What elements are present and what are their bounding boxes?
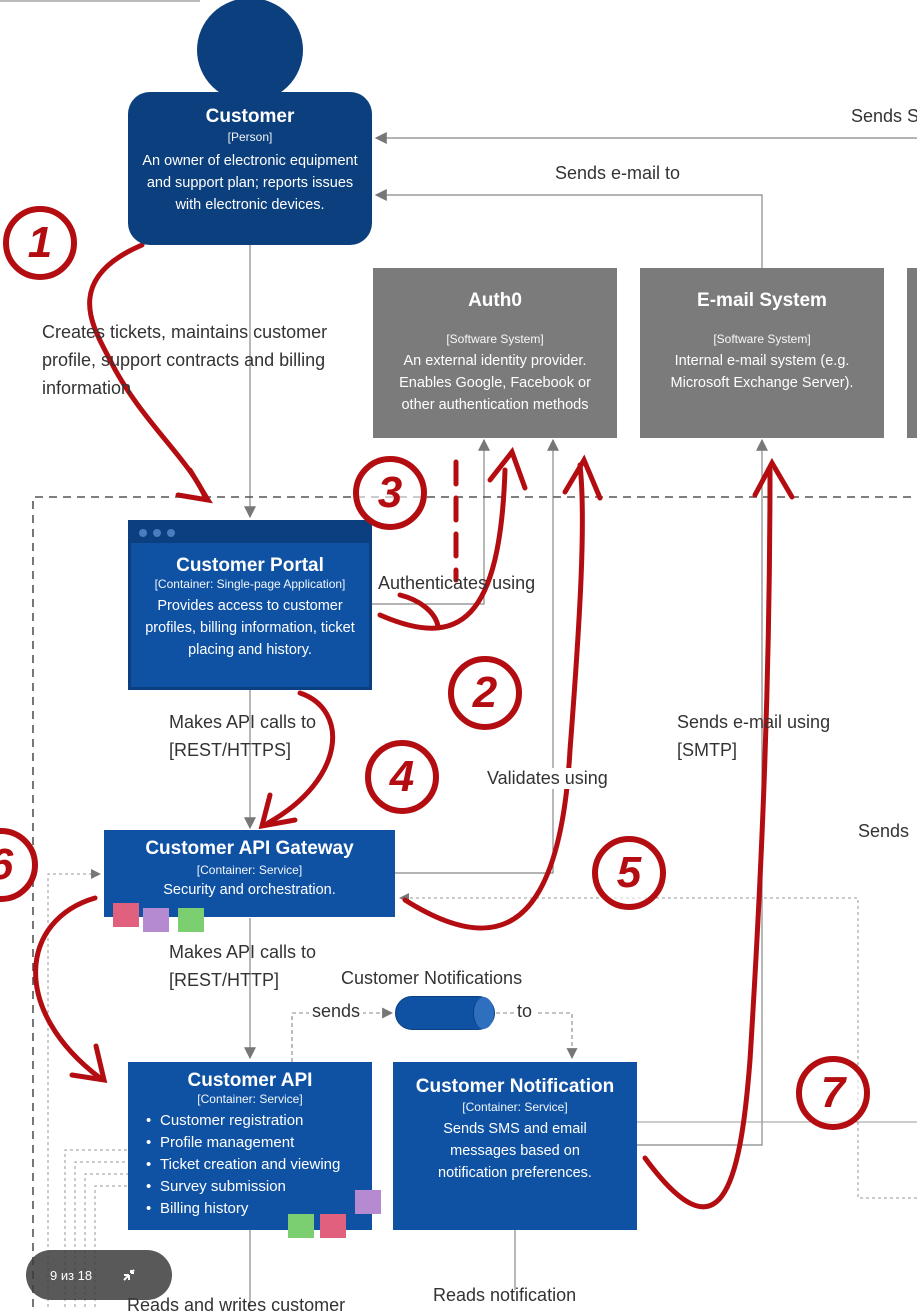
customer-notifications-queue[interactable] — [395, 996, 495, 1030]
auth0-node[interactable]: Auth0 [Software System] An external iden… — [373, 268, 617, 438]
annotation-arrows — [33, 242, 795, 1210]
customer-desc: An owner of electronic equipment and sup… — [142, 153, 358, 213]
customer-portal-title: Customer Portal — [176, 555, 324, 576]
red-arrow-4 — [265, 690, 336, 826]
auth0-type: [Software System] — [446, 332, 544, 346]
edge-label-sends-s: Sends S — [851, 106, 917, 126]
auth0-desc: An external identity provider. Enables G… — [399, 353, 591, 413]
customer-portal-node[interactable]: Customer Portal [Container: Single-page … — [128, 520, 372, 690]
edge-label-sends-email-to: Sends e-mail to — [553, 163, 683, 184]
sticky-note-green — [288, 1214, 314, 1238]
gateway-type: [Container: Service] — [196, 863, 303, 877]
email-system-type: [Software System] — [713, 332, 811, 346]
auth0-title: Auth0 — [468, 290, 522, 311]
sticky-note-purple — [143, 908, 169, 932]
offscreen-system-node[interactable] — [907, 268, 917, 438]
email-system-title: E-mail System — [697, 290, 827, 311]
page-indicator[interactable]: 9 из 18 — [26, 1250, 172, 1300]
edge-label-makes-api-https: Makes API calls to [REST/HTTPS] — [169, 712, 317, 760]
customer-api-gateway-node[interactable]: Customer API Gateway [Container: Service… — [104, 830, 395, 917]
customer-api-type: [Container: Service] — [197, 1092, 303, 1106]
customer-api-features: Customer registration Profile management… — [128, 1110, 372, 1220]
edge-label-authenticates: Authenticates using — [378, 573, 536, 593]
sticky-note-pink — [320, 1214, 346, 1238]
red-arrow-6 — [33, 895, 103, 1081]
annotation-number: 7 — [796, 1056, 870, 1130]
customer-node[interactable]: Customer [Person] An owner of electronic… — [128, 92, 372, 245]
feature-item: Profile management — [146, 1132, 372, 1154]
sticky-note-green — [178, 908, 204, 932]
sticky-note-purple — [355, 1190, 381, 1214]
customer-notification-node[interactable]: Customer Notification [Container: Servic… — [393, 1062, 637, 1230]
annotation-number: 2 — [448, 656, 522, 730]
edge-sends-email-to — [374, 189, 763, 268]
customer-api-node[interactable]: Customer API [Container: Service] Custom… — [128, 1062, 372, 1230]
edge-label-creates-tickets: Creates tickets, maintains customer prof… — [42, 322, 328, 398]
red-arrow-3 — [377, 467, 508, 631]
edge-label-sends: sends — [309, 1001, 364, 1022]
email-system-desc: Internal e-mail system (e.g. Microsoft E… — [670, 353, 854, 391]
customer-person-head — [197, 0, 303, 102]
collapse-icon[interactable] — [120, 1266, 138, 1284]
feature-item: Survey submission — [146, 1176, 372, 1198]
customer-title: Customer — [205, 106, 295, 127]
annotation-number: 4 — [365, 740, 439, 814]
feature-item: Ticket creation and viewing — [146, 1154, 372, 1176]
red-arrow-7 — [642, 467, 773, 1210]
edge-label-sends-email-smtp: Sends e-mail using [SMTP] — [677, 712, 831, 760]
gateway-desc: Security and orchestration. — [163, 882, 336, 898]
edge-label-reads-writes: Reads and writes customer — [127, 1295, 346, 1315]
edge-label-makes-api-http: Makes API calls to [REST/HTTP] — [169, 942, 317, 990]
edge-label-validates: Validates using — [487, 768, 608, 789]
customer-api-title: Customer API — [187, 1070, 313, 1091]
feature-item: Billing history — [146, 1198, 372, 1220]
page-counter: 9 из 18 — [50, 1267, 93, 1283]
notification-desc: Sends SMS and email messages based on no… — [438, 1121, 592, 1181]
browser-bar — [131, 523, 369, 543]
edge-label-reads-notification: Reads notification — [433, 1285, 577, 1305]
annotation-number: 3 — [353, 456, 427, 530]
email-system-node[interactable]: E-mail System [Software System] Internal… — [640, 268, 884, 438]
notification-title: Customer Notification — [415, 1076, 615, 1097]
annotation-number: 5 — [592, 836, 666, 910]
customer-portal-type: [Container: Single-page Application] — [154, 577, 346, 591]
customer-portal-desc: Provides access to customer profiles, bi… — [145, 598, 355, 658]
queue-label: Customer Notifications — [341, 968, 523, 988]
feature-item: Customer registration — [146, 1110, 372, 1132]
edge-label-to: to — [514, 1001, 536, 1022]
notification-type: [Container: Service] — [462, 1100, 568, 1114]
customer-type: [Person] — [227, 130, 273, 144]
edge-label-sends-right: Sends — [858, 821, 910, 841]
gateway-title: Customer API Gateway — [145, 838, 354, 859]
sticky-note-pink — [113, 903, 139, 927]
annotation-number: 1 — [3, 206, 77, 280]
red-arrow-2 — [402, 462, 585, 931]
red-arrow-1 — [87, 242, 208, 500]
